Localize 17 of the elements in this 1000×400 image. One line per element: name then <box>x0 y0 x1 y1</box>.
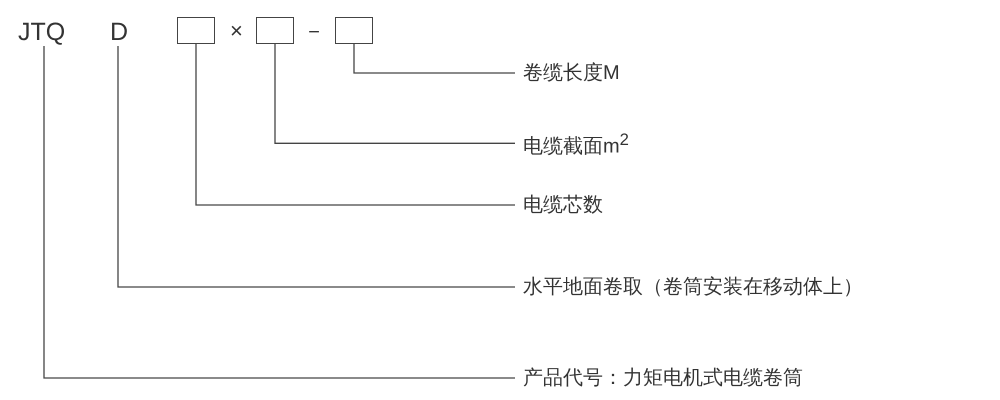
description-text: 电缆截面m$^{2}$ <box>515 127 629 160</box>
leader-line <box>274 44 515 144</box>
leader-line <box>43 46 515 379</box>
model-code-text: JTQ <box>18 18 66 46</box>
leader-line <box>195 44 515 206</box>
model-code-text: D <box>110 18 128 46</box>
blank-box <box>256 17 294 44</box>
description-text: 电缆芯数 <box>515 192 603 218</box>
blank-box <box>335 17 373 44</box>
description-text: 卷缆长度M <box>515 60 620 86</box>
description-text: 产品代号：力矩电机式电缆卷筒 <box>515 365 803 391</box>
blank-box <box>177 17 215 44</box>
description-text: 水平地面卷取（卷筒安装在移动体上） <box>515 274 863 300</box>
leader-line <box>353 44 515 74</box>
leader-line <box>117 46 515 288</box>
multiplication-sign: × <box>230 17 243 45</box>
minus-sign: － <box>303 17 325 45</box>
